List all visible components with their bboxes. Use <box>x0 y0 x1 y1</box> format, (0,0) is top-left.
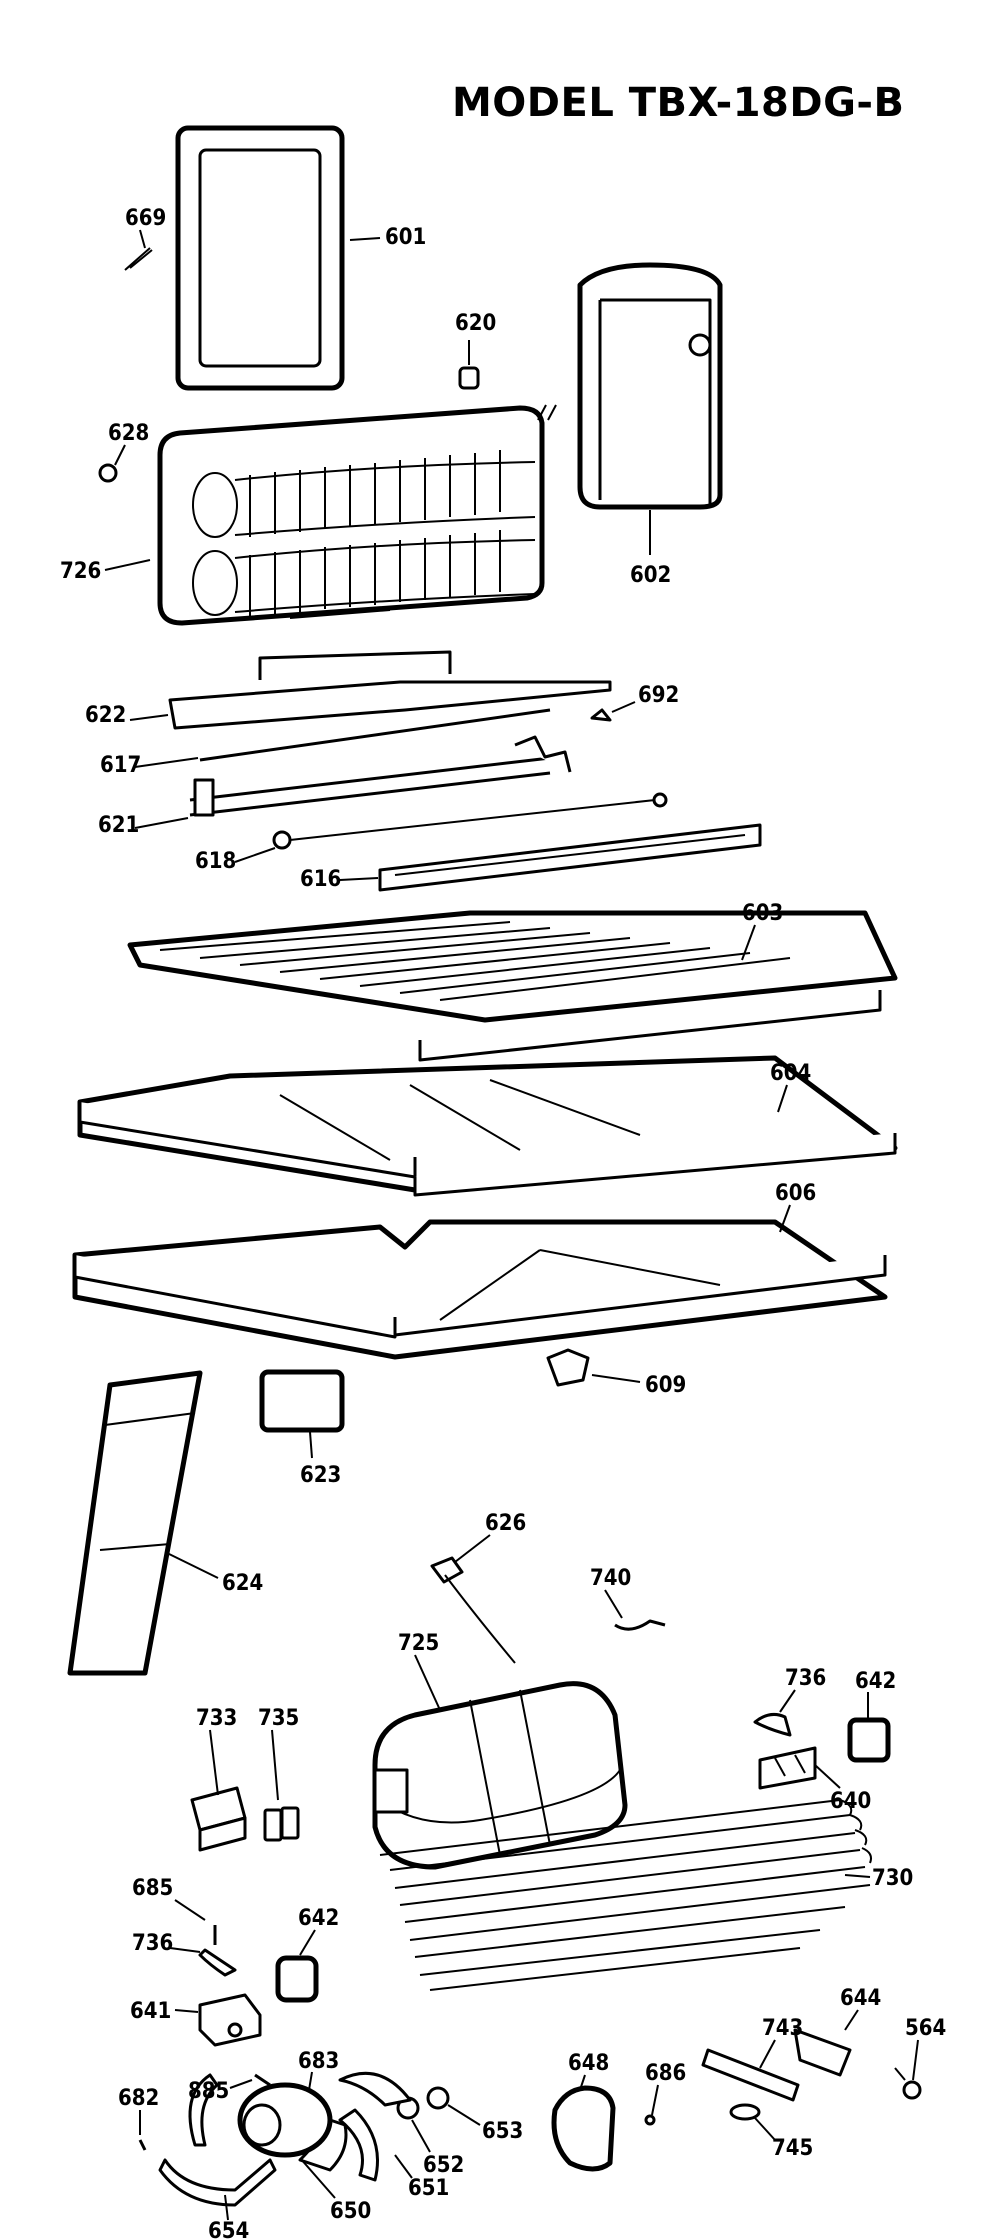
part-743-strap <box>701 2048 800 2102</box>
callout-620: 620 <box>455 311 496 336</box>
callout-683: 683 <box>298 2049 339 2074</box>
callout-624: 624 <box>222 1571 263 1596</box>
part-640-bracket <box>758 1746 817 1790</box>
part-641-overload <box>198 1993 262 2047</box>
callout-606: 606 <box>775 1181 816 1206</box>
callout-626: 626 <box>485 1511 526 1536</box>
callout-654: 654 <box>208 2219 249 2240</box>
part-735-terminal <box>263 1806 300 1842</box>
callout-736-right: 736 <box>785 1666 826 1691</box>
callout-604: 604 <box>770 1061 811 1086</box>
part-626-cord <box>430 1556 516 1664</box>
callout-682: 682 <box>118 2086 159 2111</box>
part-669-screw <box>124 247 153 271</box>
callout-640: 640 <box>830 1789 871 1814</box>
callout-641: 641 <box>130 1999 171 2024</box>
part-642-relay-left <box>275 1955 319 2003</box>
part-651-fan-blade <box>298 2071 412 2182</box>
part-621-bracket <box>189 735 572 817</box>
callout-609: 609 <box>645 1373 686 1398</box>
callout-648: 648 <box>568 2051 609 2076</box>
callout-725: 725 <box>398 1631 439 1656</box>
part-885-screw <box>254 2073 271 2087</box>
part-603-shelf <box>127 910 898 1062</box>
part-642-relay-right <box>847 1717 891 1763</box>
callout-603: 603 <box>742 901 783 926</box>
callout-642-right: 642 <box>855 1669 896 1694</box>
part-736-bracket-right <box>753 1712 792 1737</box>
callout-628: 628 <box>108 421 149 446</box>
part-606-crisper-cover <box>72 1219 888 1360</box>
part-730-condenser-coil <box>379 1799 872 1991</box>
callout-564: 564 <box>905 2016 946 2041</box>
callout-669: 669 <box>125 206 166 231</box>
callout-726: 726 <box>60 559 101 584</box>
callout-623: 623 <box>300 1463 341 1488</box>
callout-733: 733 <box>196 1706 237 1731</box>
part-686-screw <box>644 2114 656 2126</box>
part-609-clip <box>546 1348 590 1387</box>
part-650-fan-motor <box>237 2082 333 2158</box>
callout-736-left: 736 <box>132 1931 173 1956</box>
callout-618: 618 <box>195 849 236 874</box>
part-692-clip <box>590 708 612 722</box>
part-602-cover <box>577 262 723 510</box>
callout-642-left: 642 <box>298 1906 339 1931</box>
callout-730: 730 <box>872 1866 913 1891</box>
part-622-drip-tray <box>168 650 612 730</box>
callout-602: 602 <box>630 563 671 588</box>
callout-743: 743 <box>762 2016 803 2041</box>
callout-885: 885 <box>188 2079 229 2104</box>
callout-621: 621 <box>98 813 139 838</box>
part-618-cable <box>272 792 668 850</box>
part-653-washer <box>426 2086 450 2110</box>
callout-652: 652 <box>423 2153 464 2178</box>
part-745-grommet <box>729 2103 761 2121</box>
part-601-freezer-door <box>175 125 345 391</box>
part-740-handle <box>614 1619 666 1631</box>
part-620-knob <box>458 366 480 390</box>
callout-692: 692 <box>638 683 679 708</box>
callout-685: 685 <box>132 1876 173 1901</box>
part-725-compressor <box>372 1681 628 1870</box>
part-736-bracket-left <box>198 1948 237 1977</box>
part-624-panel <box>67 1370 203 1676</box>
part-617-rod <box>199 708 551 762</box>
part-654-motor-bracket <box>158 2073 277 2207</box>
callout-735: 735 <box>258 1706 299 1731</box>
callout-740: 740 <box>590 1566 631 1591</box>
part-644-bracket <box>793 2028 852 2077</box>
callout-651: 651 <box>408 2176 449 2201</box>
part-564-screw <box>894 2067 922 2100</box>
part-604-shelf <box>77 1055 898 1197</box>
callout-616: 616 <box>300 867 341 892</box>
part-726-evaporator <box>157 404 557 626</box>
part-623-block <box>259 1369 345 1433</box>
part-628-plug <box>98 463 118 483</box>
part-616-channel <box>378 823 762 892</box>
part-733-relay <box>190 1786 247 1852</box>
part-682-screw <box>138 2139 147 2151</box>
callout-644: 644 <box>840 1986 881 2011</box>
callout-601: 601 <box>385 225 426 250</box>
callout-622: 622 <box>85 703 126 728</box>
callout-686: 686 <box>645 2061 686 2086</box>
callout-653: 653 <box>482 2119 523 2144</box>
callout-745: 745 <box>772 2136 813 2161</box>
part-648-cover <box>551 2085 616 2172</box>
model-title: MODEL TBX-18DG-B <box>452 80 905 126</box>
callout-617: 617 <box>100 753 141 778</box>
callout-650: 650 <box>330 2199 371 2224</box>
